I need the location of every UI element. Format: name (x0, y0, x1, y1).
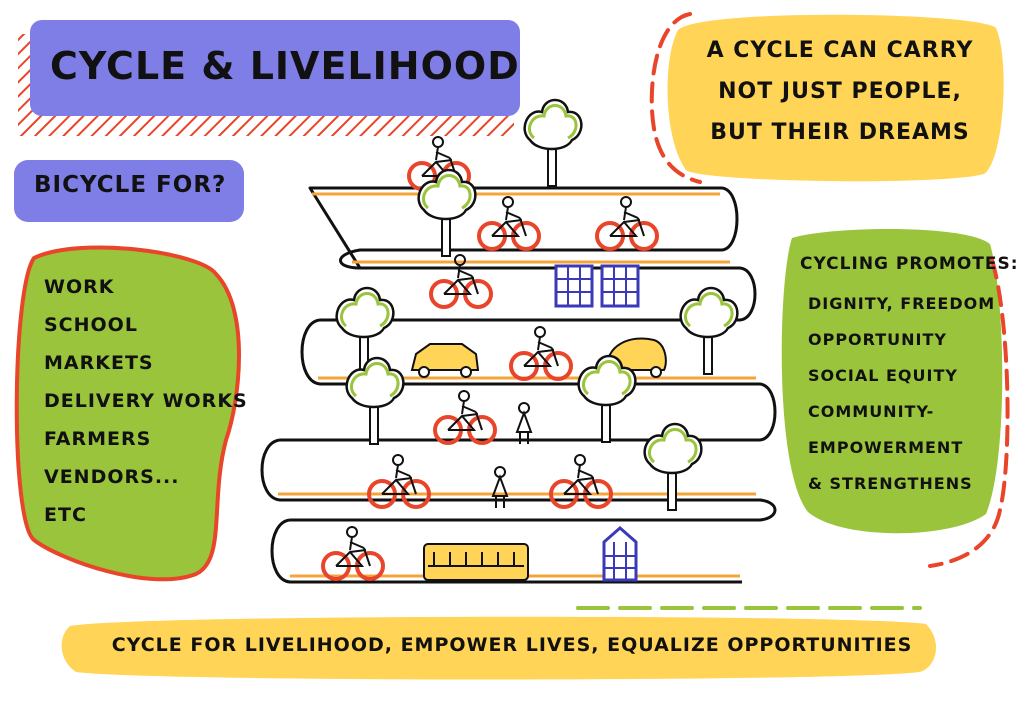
building-level-3b (600, 264, 640, 308)
car-level-4 (410, 343, 480, 378)
promotes-item: EMPOWERMENT (808, 438, 964, 457)
promotes-list: DIGNITY, FREEDOM OPPORTUNITY SOCIAL EQUI… (808, 286, 995, 502)
bike-level-7 (321, 525, 385, 581)
road-level-4 (260, 438, 777, 522)
road-level-2 (320, 266, 757, 322)
promotes-item: & STRENGTHENS (808, 474, 973, 493)
road-level-3 (280, 318, 777, 442)
quote-line: NOT JUST PEOPLE, (718, 79, 962, 104)
promotes-item: SOCIAL EQUITY (808, 366, 958, 385)
promotes-heading: CYCLING PROMOTES: (800, 254, 1019, 274)
road-level-5 (270, 518, 742, 584)
bike-level-5 (433, 389, 497, 445)
tree-level-5a (345, 356, 405, 446)
use-item: MARKETS (44, 352, 154, 374)
promotes-item: COMMUNITY- (808, 402, 935, 421)
uses-blob (14, 245, 241, 582)
promotes-dashed-outline (928, 258, 1010, 568)
question-box (14, 160, 244, 222)
building-level-3a (554, 264, 594, 308)
person-level-6 (492, 466, 508, 509)
use-item: FARMERS (44, 428, 152, 450)
person-level-5 (516, 402, 532, 445)
footer-slogan: CYCLE FOR LIVELIHOOD, EMPOWER LIVES, EQU… (111, 634, 913, 656)
tree-level-5b (577, 354, 637, 444)
tree-level-6 (643, 422, 703, 512)
tree-level-1 (523, 98, 583, 188)
tree-level-4b (679, 286, 739, 376)
house-level-7 (602, 526, 638, 582)
quote-line: BUT THEIR DREAMS (710, 120, 970, 145)
quote: A CYCLE CAN CARRY NOT JUST PEOPLE, BUT T… (690, 30, 990, 153)
title-panel: CYCLE & LIVELIHOOD (28, 24, 520, 114)
use-item: SCHOOL (44, 314, 138, 336)
quote-dashed-outline (649, 12, 702, 184)
use-item: WORK (44, 276, 115, 298)
quote-line: A CYCLE CAN CARRY (706, 38, 974, 63)
uses-list: WORK SCHOOL MARKETS DELIVERY WORKS FARME… (44, 268, 248, 534)
bike-level-4 (509, 325, 573, 381)
question-label: BICYCLE FOR? (34, 172, 227, 198)
use-item: VENDORS... (44, 466, 180, 488)
use-item: DELIVERY WORKS (44, 390, 248, 412)
promotes-item: DIGNITY, FREEDOM (808, 294, 996, 313)
page-title: CYCLE & LIVELIHOOD (50, 44, 520, 88)
use-item: ETC (44, 504, 87, 526)
title-box (30, 20, 520, 116)
quote-blob (667, 14, 1004, 182)
promotes-blob (781, 228, 1003, 534)
footer-banner (61, 616, 937, 680)
promotes-item: OPPORTUNITY (808, 330, 948, 349)
tram-level-7 (423, 543, 529, 581)
